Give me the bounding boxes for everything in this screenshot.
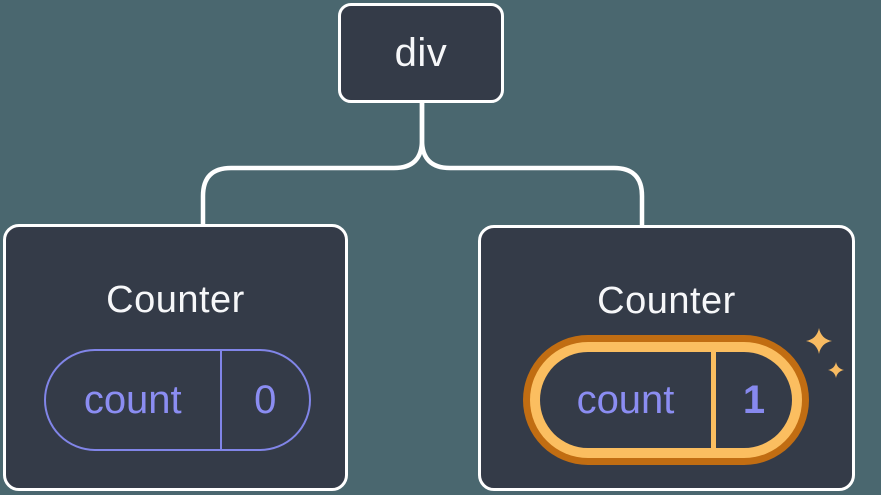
counter-card-right: Counter count 1: [478, 225, 855, 491]
state-value-cell: 1: [716, 352, 792, 448]
root-node-label: div: [394, 30, 448, 75]
root-node-div: div: [338, 3, 504, 103]
counter-title: Counter: [106, 279, 245, 321]
sparkle-small: [828, 362, 844, 378]
state-key-cell: count: [540, 352, 711, 448]
state-key-cell: count: [46, 351, 220, 449]
state-pill-highlighted: count 1: [523, 335, 809, 465]
state-value: 1: [742, 377, 766, 422]
counter-title: Counter: [597, 280, 736, 322]
connector-left-branch: [200, 102, 425, 228]
state-pill-inner: count 1: [540, 352, 792, 448]
state-value-cell: 0: [219, 351, 310, 449]
state-pill-highlight-ring: count 1: [530, 342, 802, 458]
counter-card-left: Counter count 0: [3, 224, 348, 491]
state-pill: count 0: [44, 349, 311, 451]
state-value: 0: [254, 377, 277, 422]
sparkles-icon: [806, 328, 844, 378]
sparkle-large: [806, 328, 832, 354]
state-key-label: count: [83, 377, 182, 422]
connector-right-branch: [419, 102, 645, 228]
pill-divider: [711, 352, 716, 448]
state-key-label: count: [576, 377, 675, 422]
